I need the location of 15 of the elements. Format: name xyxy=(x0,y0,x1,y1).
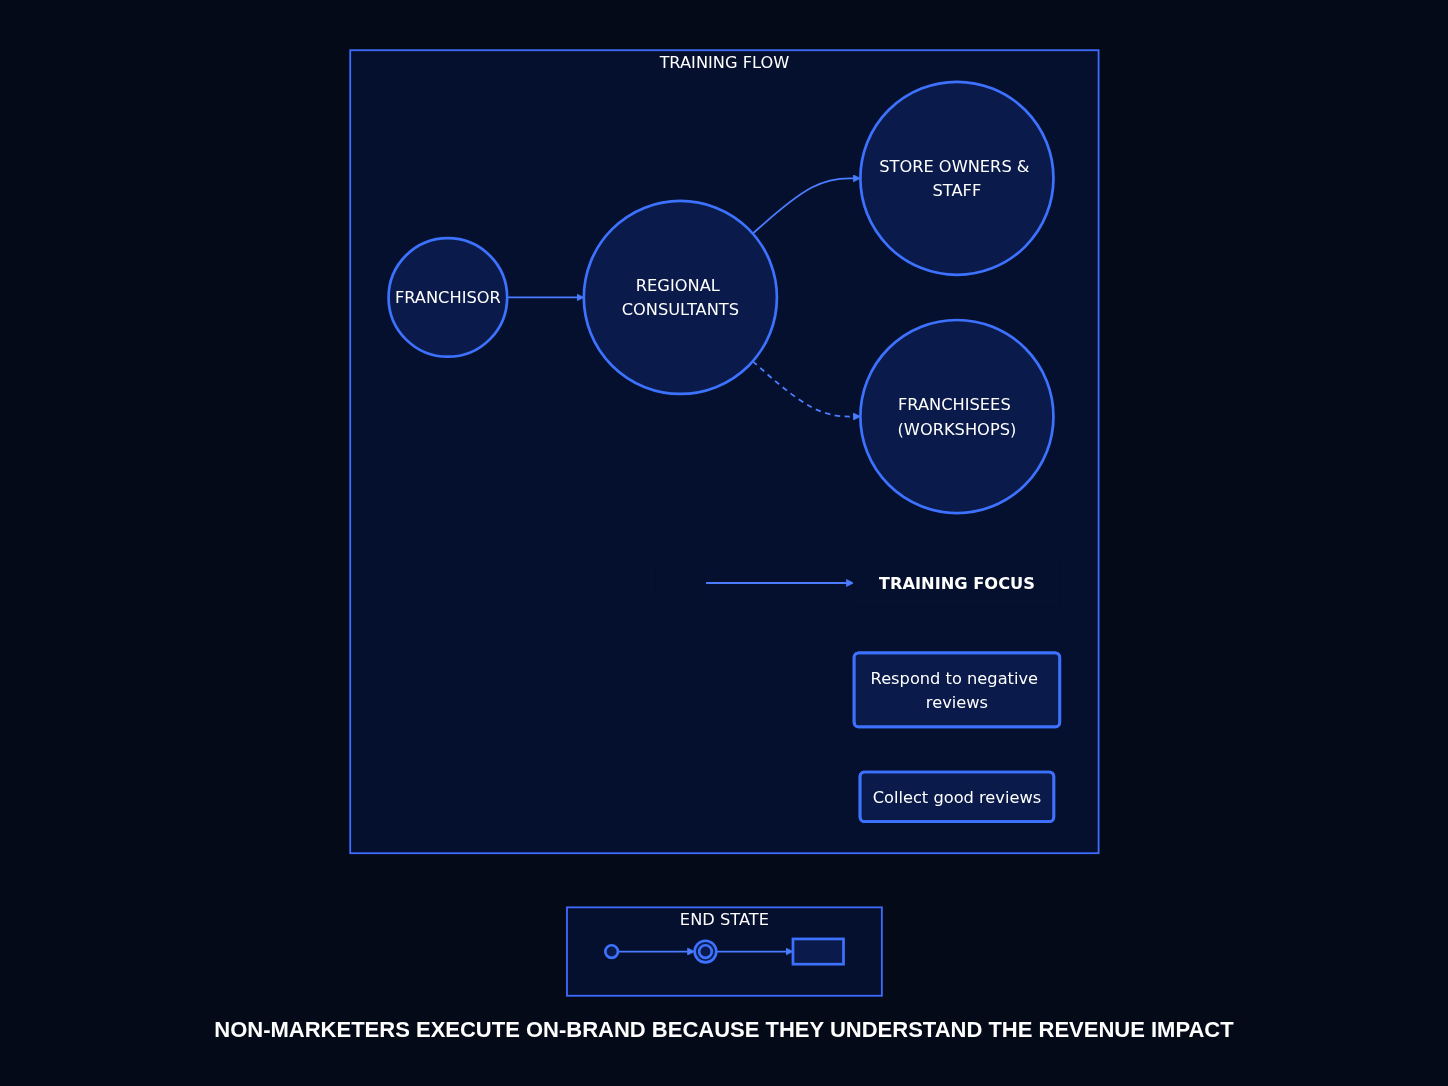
arrow xyxy=(715,947,793,956)
arrow xyxy=(616,947,695,956)
node-chart xyxy=(791,937,845,966)
arrow xyxy=(704,579,854,587)
node-text: TRAINING FOCUS xyxy=(878,573,1035,593)
cluster: END STATE xyxy=(565,906,883,997)
node-target xyxy=(692,939,718,964)
arrow xyxy=(751,360,861,421)
caption-text: NON-MARKETERS EXECUTE ON-BRAND BECAUSE THEY UNDERSTAND THE REVENUE IMPACT xyxy=(214,1017,1234,1043)
node-circle: FRANCHISEES (WORKSHOPS) xyxy=(858,318,1055,515)
node-circle: REGIONAL CONSULTANTS xyxy=(582,199,778,396)
node-circle: FRANCHISOR xyxy=(386,236,509,359)
arrow xyxy=(751,174,861,235)
node-circle xyxy=(603,943,619,960)
node-circle: STORE OWNERS & STAFF xyxy=(858,80,1055,277)
